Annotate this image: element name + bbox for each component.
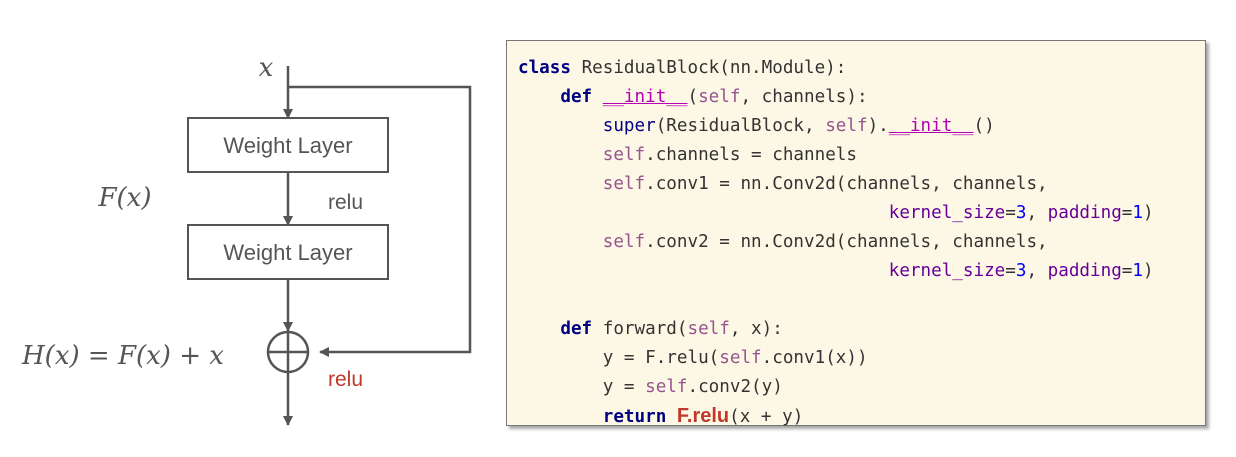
code-text: .conv1(x)) [761,348,868,368]
code-text: y = [602,377,646,397]
code-text: () [973,116,995,136]
code-kwarg: padding [1047,203,1122,223]
hx-equation: H(x) = F(x) + x [21,341,224,371]
code-number: 3 [1015,261,1027,281]
code-kwarg: padding [1047,261,1122,281]
code-text: .conv1 = nn.Conv2d(channels, channels, [645,174,1048,194]
code-line-8: kernel_size=3, padding=1) [518,257,1205,286]
code-self: self [645,377,688,397]
code-line-7: self.conv2 = nn.Conv2d(channels, channel… [518,228,1205,257]
code-line-blank [518,286,1205,315]
code-text: ResidualBlock(nn.Module): [581,58,847,78]
code-text: , [1026,261,1048,281]
code-text: ) [1142,203,1154,223]
code-line-9: def forward(self, x): [518,315,1205,344]
code-line-2: def __init__(self, channels): [518,83,1205,112]
code-text: .channels = channels [645,145,857,165]
code-keyword: def [560,319,593,339]
code-line-3: super(ResidualBlock, self).__init__() [518,112,1205,141]
input-x-label: x [259,53,274,83]
code-highlight-relu: F.relu [676,405,730,427]
relu-mid-label: relu [328,191,363,214]
fx-label: F(x) [98,183,152,213]
code-keyword: class [518,58,571,78]
code-line-10: y = F.relu(self.conv1(x)) [518,344,1205,373]
weight-layer-2-box [187,224,389,280]
code-self: self [602,232,646,252]
code-panel: class ResidualBlock(nn.Module): def __in… [506,40,1206,427]
code-text: = [1005,261,1016,281]
code-self: self [602,174,646,194]
code-self: self [687,319,730,339]
code-kwarg: kernel_size [888,261,1006,281]
code-line-5: self.conv1 = nn.Conv2d(channels, channel… [518,170,1205,199]
code-line-6: kernel_size=3, padding=1) [518,199,1205,228]
code-text: (ResidualBlock, [655,116,826,136]
code-text: y = F.relu( [602,348,720,368]
code-number: 3 [1015,203,1027,223]
code-line-11: y = self.conv2(y) [518,373,1205,402]
code-keyword: return [602,407,667,427]
code-text: , x): [729,319,783,339]
code-text: = [1121,203,1133,223]
code-number: 1 [1132,203,1143,223]
code-builtin: super [602,116,656,136]
code-text: ). [867,116,889,136]
code-text: .conv2(y) [687,377,783,397]
code-self: self [825,116,868,136]
code-text: = [1121,261,1133,281]
code-dunder: __init__ [602,87,688,107]
code-text: ) [1142,261,1154,281]
sum-node-icon [266,330,310,374]
code-kwarg: kernel_size [888,203,1006,223]
code-text: .conv2 = nn.Conv2d(channels, channels, [645,232,1048,252]
code-text: (x + y) [729,407,804,427]
code-line-4: self.channels = channels [518,141,1205,170]
code-self: self [719,348,762,368]
code-self: self [602,145,646,165]
code-text: , channels): [740,87,868,107]
weight-layer-2-label: Weight Layer [223,240,352,265]
weight-layer-1-box [187,117,389,173]
code-text: = [1005,203,1016,223]
code-line-12: return F.relu(x + y) [518,402,1205,431]
relu-out-label: relu [328,368,363,391]
skip-connection [288,85,472,357]
code-line-1: class ResidualBlock(nn.Module): [518,54,1205,83]
code-keyword: def [560,87,593,107]
code-number: 1 [1132,261,1143,281]
code-self: self [698,87,741,107]
code-text: , [1026,203,1048,223]
code-text: ( [687,87,699,107]
weight-layer-1-label: Weight Layer [223,133,352,158]
code-text: forward( [602,319,688,339]
code-dunder: __init__ [888,116,974,136]
